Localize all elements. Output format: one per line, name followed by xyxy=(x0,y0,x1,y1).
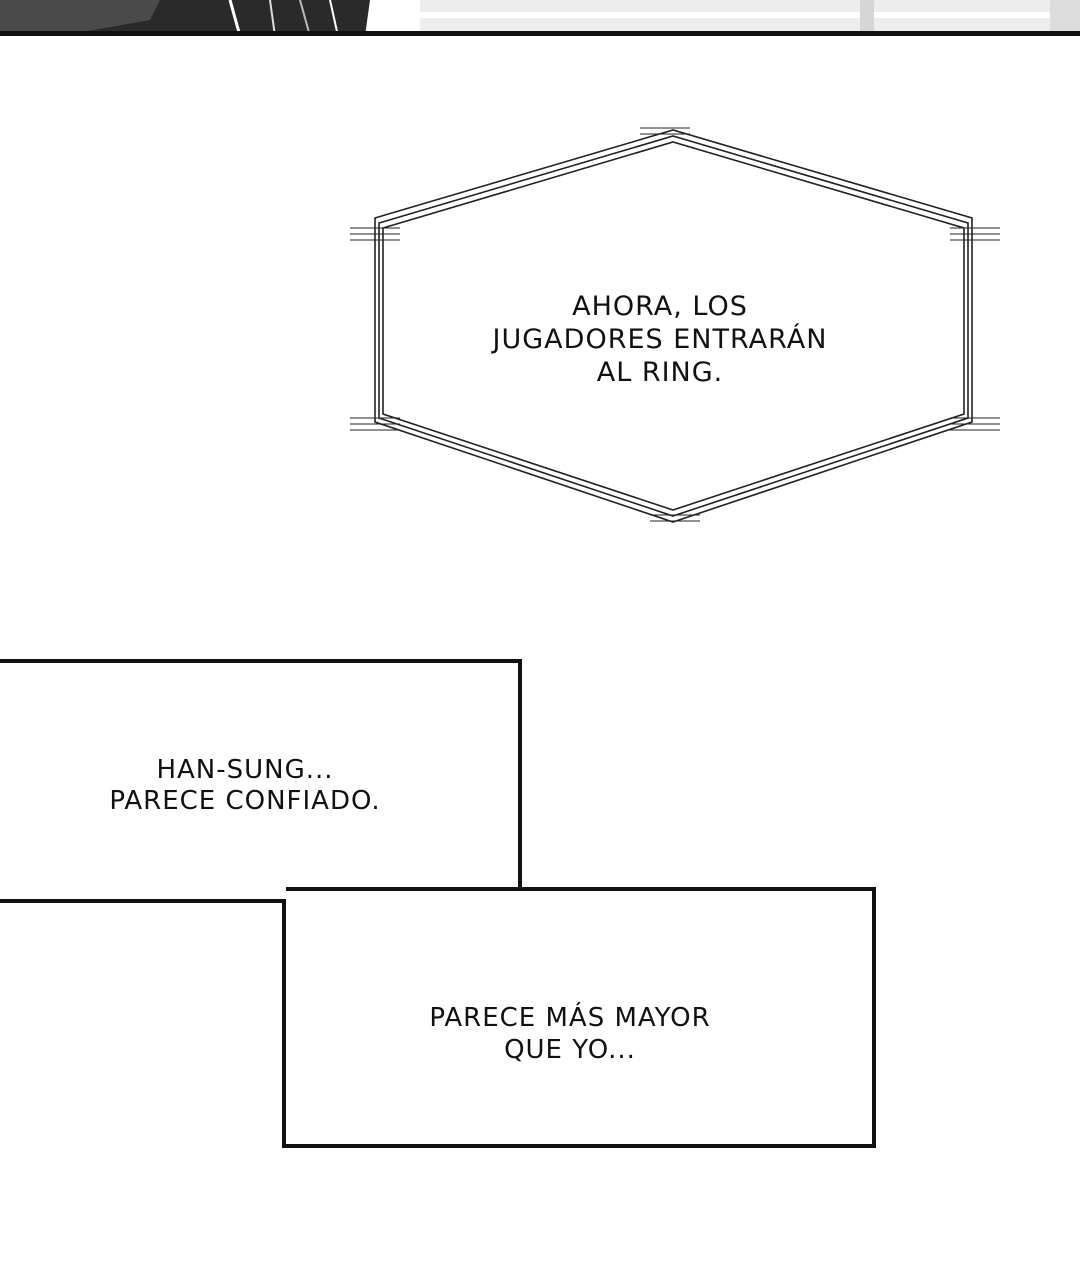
caption-box-joint-fill xyxy=(0,885,286,899)
hexagon-caption-text: AHORA, LOS JUGADORES ENTRARÁN AL RING. xyxy=(470,290,850,389)
caption-line: AL RING. xyxy=(596,357,724,388)
caption-box-1-bottom-edge xyxy=(0,899,286,903)
caption-box-2-text: PARECE MÁS MAYOR QUE YO... xyxy=(410,1002,730,1066)
caption-line: QUE YO... xyxy=(504,1035,636,1065)
caption-line: JUGADORES ENTRARÁN xyxy=(492,324,828,355)
caption-line: PARECE MÁS MAYOR xyxy=(429,1003,711,1033)
caption-box-1-fill xyxy=(0,663,514,885)
hexagon-caption-frame xyxy=(350,127,1000,523)
caption-box-1-text: HAN-SUNG... PARECE CONFIADO. xyxy=(90,755,400,817)
caption-box-corner xyxy=(514,887,518,891)
caption-line: AHORA, LOS xyxy=(572,291,748,322)
panel-art xyxy=(0,0,1080,36)
caption-line: HAN-SUNG... xyxy=(156,755,334,785)
caption-box-2-fill xyxy=(286,891,872,1144)
caption-line: PARECE CONFIADO. xyxy=(109,786,381,816)
previous-panel-strip xyxy=(0,0,1080,36)
